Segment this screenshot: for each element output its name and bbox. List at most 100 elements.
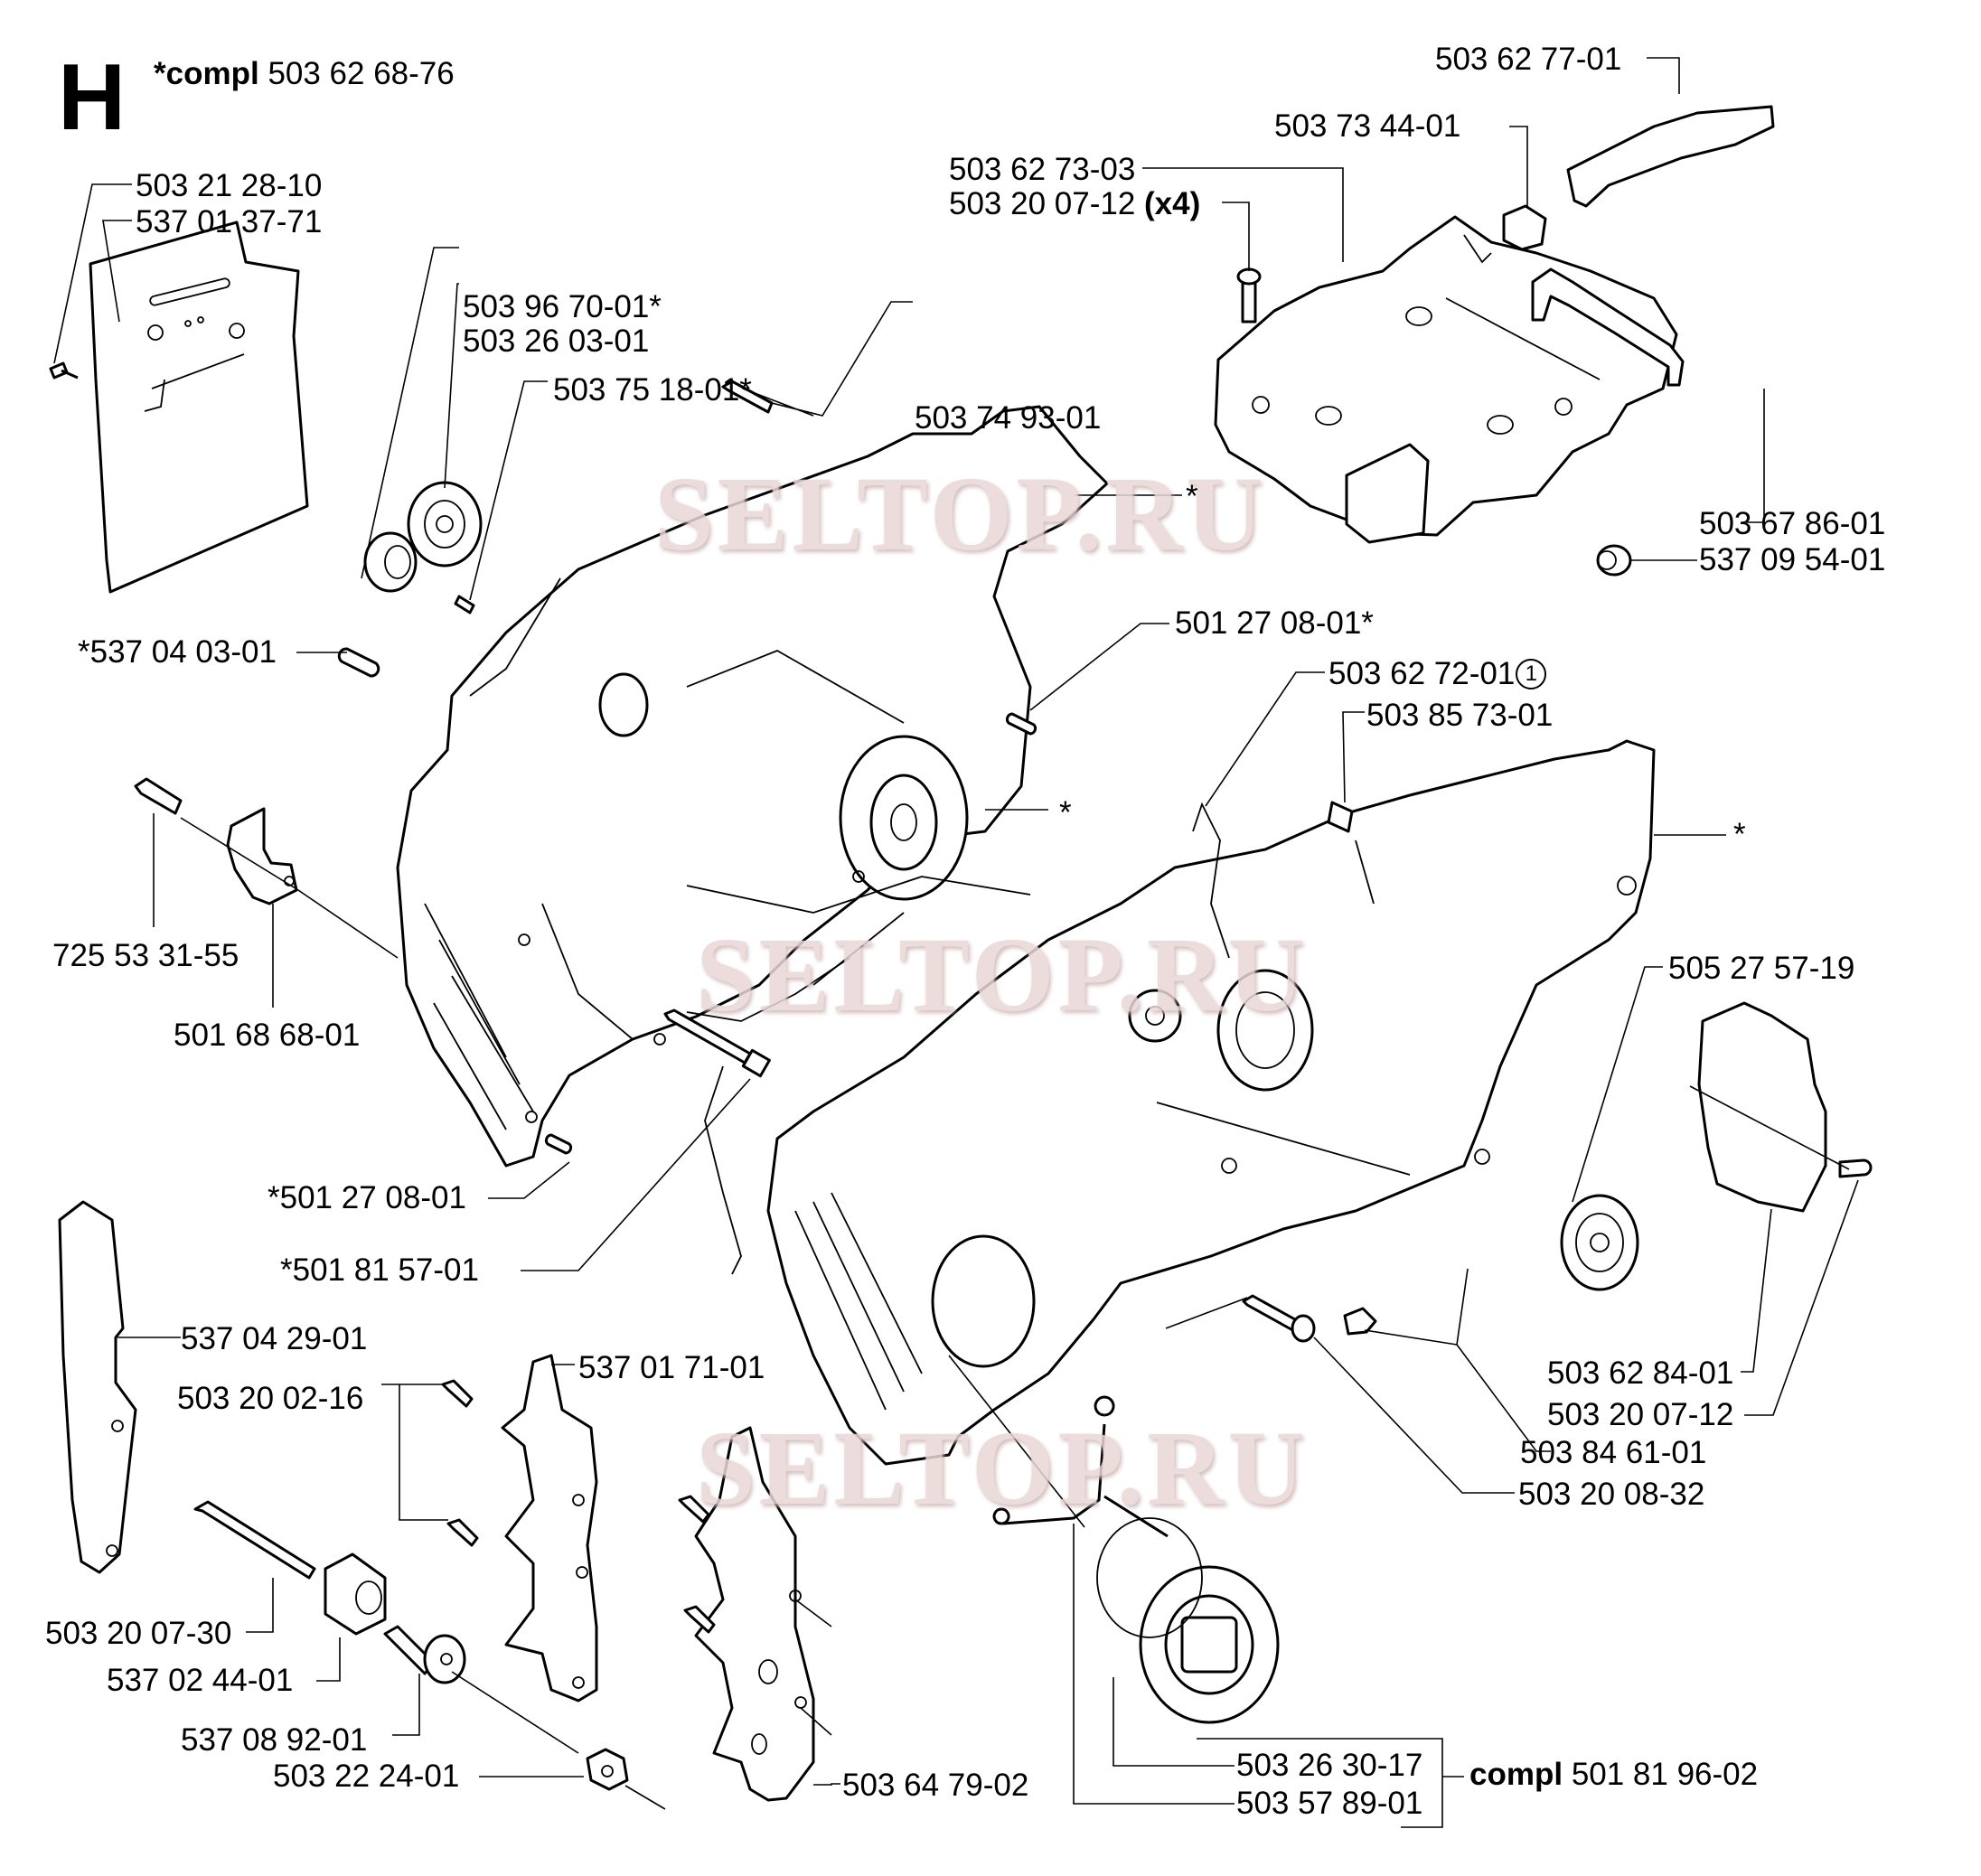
screw-part (446, 1518, 479, 1547)
plug-part (1596, 544, 1632, 577)
plate-part (58, 1200, 137, 1574)
compl-number: 501 81 96-02 (1571, 1757, 1759, 1792)
leader-l3 (361, 247, 459, 579)
part-label[interactable]: 503 85 73-01 (1366, 698, 1554, 733)
seal-part (363, 531, 418, 593)
part-label[interactable]: 537 08 92-01 (181, 1722, 368, 1758)
sleeve-part (1327, 801, 1354, 833)
screw-part (441, 1379, 474, 1408)
part-label[interactable]: 537 04 29-01 (181, 1321, 368, 1356)
part-label[interactable]: 501 27 08-01* (1175, 605, 1374, 641)
part-label[interactable]: 503 21 28-10 (136, 168, 323, 203)
section-letter: H (58, 45, 127, 150)
pin-part (337, 647, 380, 678)
part-label[interactable]: *537 04 03-01 (78, 634, 277, 670)
handle-part (1566, 105, 1775, 208)
part-label[interactable]: 503 75 18-01* (553, 372, 752, 408)
part-label[interactable]: 503 20 07-12 (1547, 1397, 1734, 1432)
part-number: 503 20 07-12 (949, 186, 1136, 221)
quantity: (x4) (1144, 186, 1201, 221)
part-label[interactable]: 725 53 31-55 (52, 938, 239, 973)
part-label[interactable]: 505 27 57-19 (1668, 951, 1855, 986)
part-label[interactable]: 503 62 73-03 (949, 152, 1136, 187)
leader-l18 (392, 1674, 420, 1736)
leader-l28 (1342, 711, 1365, 803)
screw-part (683, 1605, 716, 1634)
part-label[interactable]: 537 01 71-01 (578, 1350, 765, 1385)
axis-line-clip (180, 817, 399, 959)
axis-line-screw (1165, 1297, 1248, 1329)
crankcase-right-part (766, 739, 1656, 1466)
sleeve-part (383, 1625, 466, 1684)
bearing-part (407, 481, 483, 567)
part-label[interactable]: 503 26 03-01 (463, 324, 650, 359)
gasket-part (704, 1065, 742, 1275)
part-label[interactable]: 503 67 86-01 (1699, 506, 1886, 541)
leader-l31 (1744, 1179, 1859, 1416)
part-label[interactable]: 503 20 07-30 (45, 1616, 232, 1651)
clip-part (226, 807, 298, 905)
fuel-hose-part (1531, 267, 1685, 387)
part-label[interactable]: 503 74 93-01 (915, 400, 1102, 436)
part-label[interactable]: 503 20 08-32 (1518, 1477, 1705, 1512)
leader-l30 (1741, 1208, 1772, 1373)
compl-assembly-label[interactable]: compl 501 81 96-02 (1469, 1757, 1758, 1793)
part-label[interactable]: 503 62 84-01 (1547, 1355, 1734, 1391)
leader-l29 (1572, 966, 1663, 1203)
leader-l33 (1313, 1337, 1515, 1494)
leader-compl2 (1197, 1738, 1464, 1828)
part-label[interactable]: 501 68 68-01 (174, 1018, 361, 1053)
part-label[interactable]: 503 20 02-16 (177, 1381, 364, 1416)
part-label[interactable]: 537 09 54-01 (1699, 542, 1886, 577)
part-label[interactable]: 537 02 44-01 (107, 1663, 294, 1698)
part-label[interactable]: *501 81 57-01 (280, 1252, 479, 1288)
leader-l2 (102, 220, 132, 323)
screw-part (1242, 1294, 1316, 1343)
leader-l15 (381, 1384, 448, 1521)
part-label[interactable]: 503 26 30-17 (1236, 1748, 1423, 1783)
small-screw-part (49, 361, 79, 380)
assembly-number: 503 62 68-76 (268, 56, 455, 91)
watermark: SELTOP.RU (696, 1409, 1309, 1527)
fuel-cap-part (1139, 1565, 1280, 1724)
axis-line-cover (1689, 1085, 1850, 1170)
pin-part (454, 595, 475, 614)
screw-part (134, 777, 183, 815)
asterisk-marker: * (1059, 795, 1072, 830)
grommet-part (1502, 204, 1547, 251)
bearing-part (1560, 1194, 1639, 1291)
leader-l35 (1073, 1524, 1235, 1805)
part-label[interactable]: 503 84 61-01 (1520, 1435, 1707, 1470)
part-label[interactable]: 503 62 77-01 (1435, 42, 1622, 77)
leader-l19 (451, 1671, 666, 1810)
part-label[interactable]: 503 57 89-01 (1236, 1786, 1423, 1821)
part-label[interactable]: *501 27 08-01 (268, 1180, 466, 1215)
part-label[interactable]: 503 96 70-01* (463, 289, 662, 324)
part-label[interactable]: 503 22 24-01 (273, 1759, 460, 1794)
part-number: 503 62 72-01 (1328, 656, 1516, 691)
leader-l4 (444, 283, 459, 489)
leader-l22 (1509, 126, 1528, 208)
tank-cover-part (1214, 215, 1678, 544)
guard-plate-part (89, 220, 309, 594)
part-label[interactable]: 537 01 37-71 (136, 204, 323, 239)
bolt-part (1236, 267, 1262, 324)
o-ring-part (1096, 1517, 1203, 1638)
part-label[interactable]: 503 64 79-02 (842, 1768, 1029, 1803)
assembly-title: *compl 503 62 68-76 (154, 56, 455, 92)
spacer-part (324, 1552, 387, 1636)
screw-part (678, 1495, 710, 1524)
leader-l27 (1205, 671, 1325, 807)
leader-l5 (469, 380, 548, 601)
leader-l1 (53, 183, 132, 364)
dowel-part (1005, 712, 1037, 736)
cap-strap-part (992, 1395, 1169, 1538)
nut-part (586, 1748, 629, 1791)
screw-part (721, 380, 774, 414)
part-label-with-qty[interactable]: 503 20 07-12 (x4) (949, 186, 1200, 222)
part-label[interactable]: 503 73 44-01 (1274, 108, 1461, 144)
gasket-part (1192, 802, 1230, 959)
leader-l8 (1029, 623, 1169, 711)
